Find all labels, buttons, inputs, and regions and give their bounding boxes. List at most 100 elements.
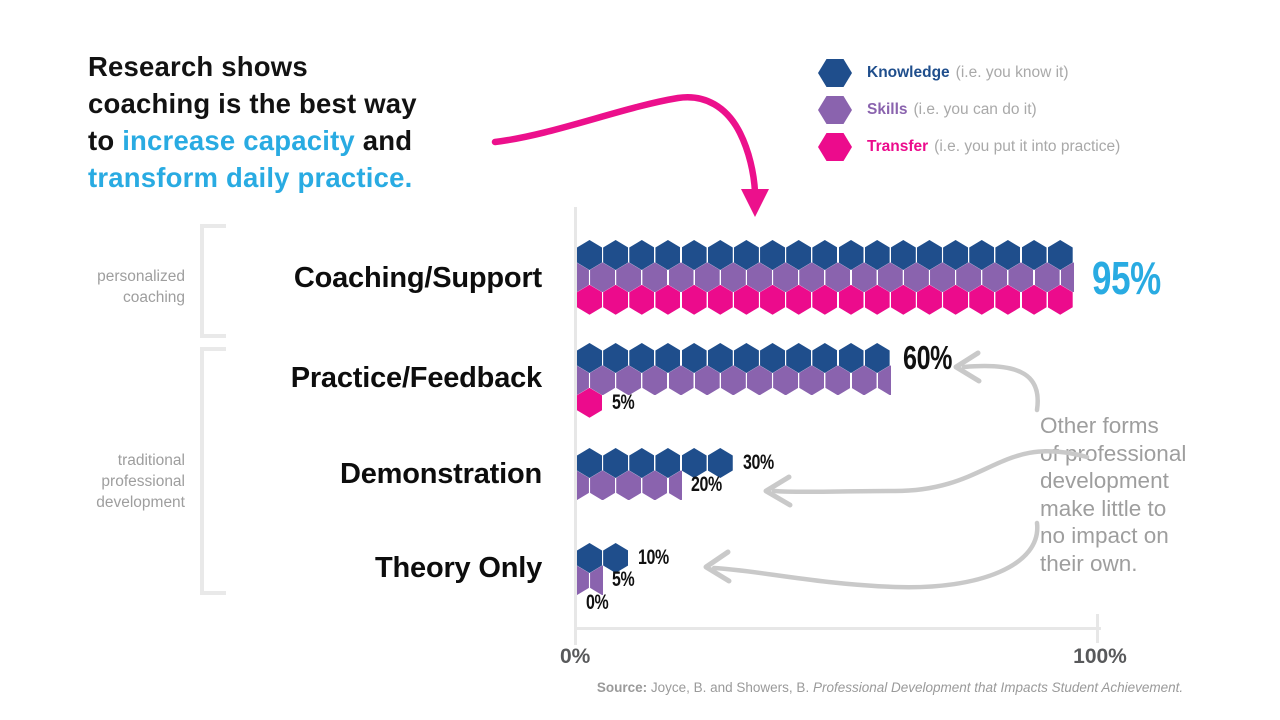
legend-knowledge-label: Knowledge: [867, 64, 950, 81]
hexagon-icon: [616, 470, 642, 501]
hexagon-icon: [603, 448, 629, 478]
hexagon-icon: [668, 470, 682, 501]
hexagon-icon: [916, 284, 942, 315]
hexagon-icon: [903, 262, 929, 293]
hexagon-icon: [655, 343, 681, 373]
headline: Research shows coaching is the best way …: [88, 48, 417, 196]
legend-item-transfer: Transfer (i.e. you put it into practice): [818, 133, 1120, 161]
hexagon-icon: [577, 565, 589, 596]
hexagon-icon: [773, 365, 799, 396]
arrow-to-theory-only: [711, 520, 1040, 590]
value-label: 5%: [612, 390, 635, 414]
x-axis-line: [574, 627, 1101, 630]
hexagon-icon: [969, 284, 995, 315]
hexagon-icon: [642, 365, 668, 396]
headline-line-2: coaching is the best way: [88, 88, 417, 119]
hexagon-icon: [1021, 284, 1047, 315]
hexagon-icon: [577, 470, 589, 501]
arrow-to-demonstration-head: [763, 474, 793, 508]
hexagon-icon: [799, 365, 825, 396]
value-label: 20%: [690, 473, 722, 497]
x-axis-right-tick: [1096, 614, 1099, 643]
hexagon-icon: [577, 284, 602, 315]
hexagon-icon: [577, 343, 602, 373]
hexagon-icon: [838, 240, 864, 270]
hexagon-icon: [746, 365, 772, 396]
hexagon-icon: [590, 470, 616, 501]
hexagon-icon: [577, 262, 589, 293]
hexagon-icon: [707, 240, 733, 270]
hex-row-skills: [577, 565, 604, 596]
arrow-to-theory-only-head: [703, 549, 732, 584]
transfer-hexagon-icon: [818, 133, 852, 161]
hexagon-icon: [969, 240, 995, 270]
hexagon-icon: [916, 240, 942, 270]
hexagon-icon: [851, 262, 877, 293]
knowledge-hexagon-icon: [818, 59, 852, 87]
hexagon-icon: [825, 365, 851, 396]
hex-row-skills: [577, 365, 891, 396]
hexagon-icon: [890, 284, 916, 315]
hexagon-icon: [799, 262, 825, 293]
hexagon-icon: [1047, 284, 1073, 315]
hexagon-icon: [956, 262, 982, 293]
row-label-coaching-support: Coaching/Support: [293, 262, 542, 294]
group-label-personalized-coaching: personalized coaching: [97, 268, 185, 306]
hexagon-icon: [577, 543, 602, 573]
hex-row-knowledge: [577, 448, 734, 478]
headline-line-3: to increase capacity and: [88, 125, 413, 156]
legend-transfer-desc: (i.e. you put it into practice): [934, 138, 1121, 155]
legend-item-skills: Skills (i.e. you can do it): [818, 96, 1120, 124]
hexagon-icon: [590, 262, 616, 293]
hexagon-icon: [590, 565, 604, 596]
arrow-to-60-percent-head: [953, 350, 982, 384]
hexagon-icon: [786, 284, 812, 315]
hexagon-icon: [1060, 262, 1074, 293]
value-label: 0%: [586, 590, 609, 614]
hexagon-icon: [681, 448, 707, 478]
hexagon-icon: [733, 343, 759, 373]
hexagon-icon: [786, 240, 812, 270]
hexagon-icon: [720, 365, 746, 396]
hexagon-icon: [812, 343, 838, 373]
pink-curved-arrow-icon: [491, 94, 769, 217]
hexagon-icon: [681, 240, 707, 270]
bracket-personalized-coaching: [200, 224, 226, 338]
value-label: 30%: [742, 451, 774, 474]
legend-skills-label: Skills: [867, 101, 908, 118]
x-axis-min-label: 0%: [560, 645, 591, 668]
hexagon-icon: [681, 284, 707, 315]
hexagon-icon: [616, 365, 642, 396]
hexagon-icon: [877, 365, 891, 396]
value-label: 95%: [1091, 252, 1161, 304]
skills-hexagon-icon: [818, 96, 852, 124]
value-label: 10%: [638, 546, 670, 569]
row-label-demonstration: Demonstration: [339, 458, 542, 490]
hexagon-icon: [995, 284, 1021, 315]
hexagon-icon: [629, 448, 655, 478]
hexagon-icon: [982, 262, 1008, 293]
hexagon-icon: [838, 284, 864, 315]
legend-skills-desc: (i.e. you can do it): [913, 101, 1037, 118]
arrow-to-60-percent: [961, 363, 1040, 413]
legend-item-knowledge: Knowledge (i.e. you know it): [818, 59, 1120, 87]
hexagon-icon: [655, 284, 681, 315]
hexagon-icon: [773, 262, 799, 293]
hex-row-transfer: [577, 387, 603, 418]
source-prefix: Source:: [596, 680, 648, 695]
annotation-arrows: [703, 350, 1090, 590]
hexagon-icon: [577, 387, 602, 418]
source-work-title: Professional Development that Impacts St…: [812, 680, 1184, 695]
hexagon-icon: [864, 343, 890, 373]
hexagon-icon: [577, 365, 589, 396]
hex-row-knowledge: [577, 543, 629, 573]
hexagon-icon: [812, 240, 838, 270]
hexagon-icon: [629, 240, 655, 270]
hexagon-icon: [668, 262, 694, 293]
hexagon-icon: [877, 262, 903, 293]
x-axis-max-label: 100%: [1073, 645, 1127, 668]
hexagon-icon: [655, 240, 681, 270]
hexagon-icon: [890, 240, 916, 270]
headline-line-4: transform daily practice.: [88, 162, 413, 193]
